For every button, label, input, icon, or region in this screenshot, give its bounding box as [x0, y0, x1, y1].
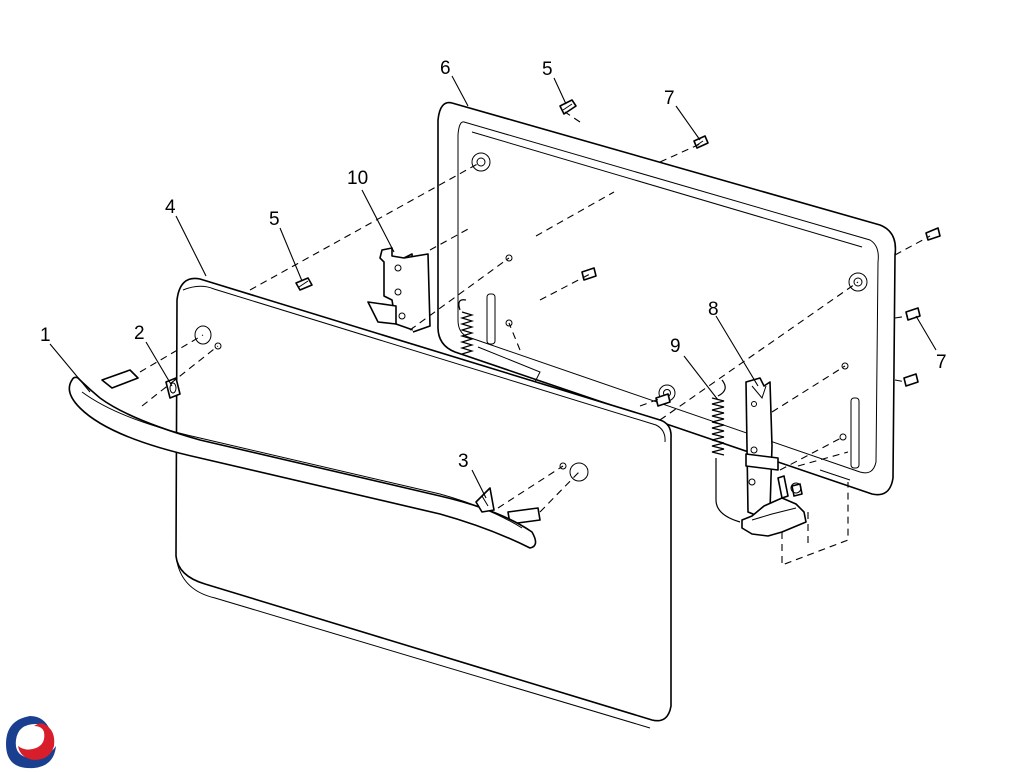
callout-4: 4: [165, 197, 176, 218]
callout-5a: 5: [269, 209, 280, 230]
screw-right-upper: [925, 227, 941, 241]
handle: [68, 369, 541, 549]
callouts: 1 2 3 4 5 5 6 7 7 8 9 10: [40, 58, 947, 472]
hinge-screws: [777, 475, 803, 499]
leader-lines: [49, 75, 937, 499]
inner-door-panel: [437, 101, 897, 496]
screw-top: [559, 99, 577, 115]
spring-left: [458, 299, 475, 355]
handle-clip: [475, 487, 495, 513]
brand-swirl-logo-icon: [6, 716, 56, 769]
callout-7b: 7: [936, 352, 947, 373]
spring-right: [711, 379, 741, 523]
callout-10: 10: [347, 168, 368, 189]
callout-7a: 7: [664, 88, 675, 109]
handle-screw: [165, 377, 181, 399]
callout-6: 6: [440, 58, 451, 79]
callout-2: 2: [134, 323, 145, 344]
callout-1: 1: [40, 325, 51, 346]
callout-9: 9: [670, 336, 681, 357]
logo-swirl-red: [18, 723, 55, 760]
callout-3: 3: [458, 451, 469, 472]
callout-8: 8: [708, 299, 719, 320]
assembly-lines: [139, 111, 931, 566]
screw-left: [295, 277, 313, 291]
screw-hinge-right: [655, 393, 671, 407]
logo-swirl-blue: [6, 716, 56, 769]
logo-center: [29, 735, 39, 745]
screw-right-lower: [903, 373, 919, 387]
hinge-left: [367, 247, 431, 333]
callout-5b: 5: [542, 59, 553, 80]
hinge-right: [741, 377, 807, 537]
